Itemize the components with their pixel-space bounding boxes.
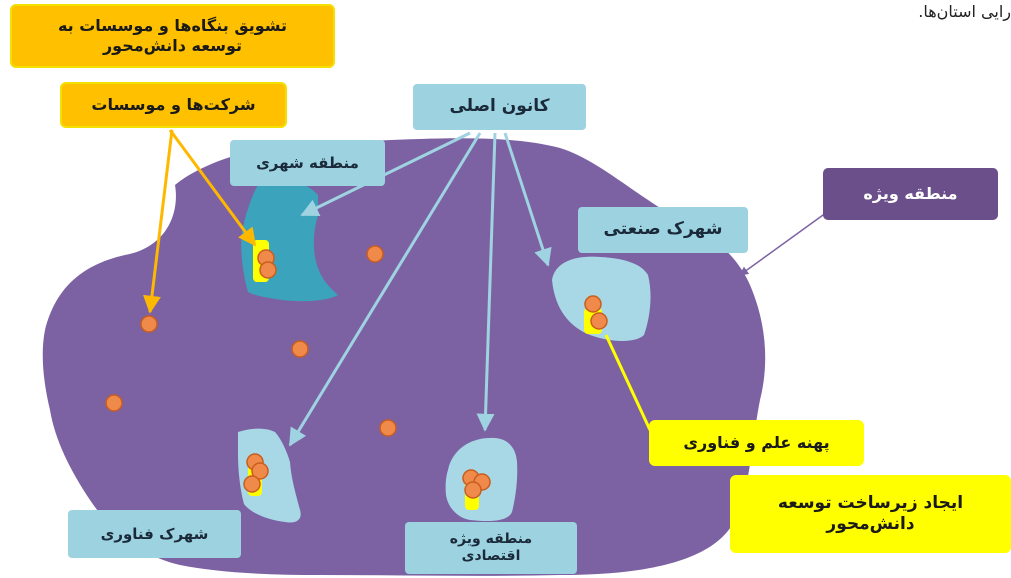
label-tech-town: شهرک فناوری [68, 510, 241, 558]
hub-arrows [288, 131, 552, 447]
companies-arrows [143, 129, 257, 314]
dot [259, 261, 277, 279]
dot [464, 481, 482, 499]
label-companies-institutions: شرکت‌ها و موسسات [60, 82, 287, 128]
tech-town-shape [238, 428, 301, 523]
dot [590, 312, 608, 330]
label-urban-area: منطقه شهری [230, 140, 385, 186]
arrow-to-economic-zone [476, 132, 497, 432]
label-encourage-firms: تشویق بنگاه‌ها و موسسات به توسعه دانش‌مح… [10, 4, 335, 68]
label-science-tech-zone: پهنه علم و فناوری [649, 420, 864, 466]
label-industrial-town: شهرک صنعتی [578, 207, 748, 253]
special-zone-connector [739, 209, 831, 276]
arrow-to-isolated-dot [143, 129, 174, 314]
dot [366, 245, 384, 263]
dot [105, 394, 123, 412]
arrow-to-industrial [503, 132, 552, 267]
dot [291, 340, 309, 358]
arrow-to-tech-town [288, 132, 482, 447]
label-infrastructure: ایجاد زیرساخت توسعه دانش‌محور [730, 475, 1011, 553]
label-special-economic-zone: منطقه ویژه اقتصادی [405, 522, 577, 574]
label-special-zone: منطقه ویژه [823, 168, 998, 220]
dot [584, 295, 602, 313]
dot [379, 419, 397, 437]
dot [251, 462, 269, 480]
dots [105, 245, 608, 499]
industrial-town-shape [552, 256, 651, 341]
arrow-to-urban [300, 131, 471, 217]
science-zone-connector [604, 334, 652, 431]
arrow-to-urban-dots [168, 129, 257, 247]
dot [243, 475, 261, 493]
dot [140, 315, 158, 333]
header-text-fragment: رایی استان‌ها. [918, 2, 1011, 21]
label-main-hub: کانون اصلی [413, 84, 586, 130]
